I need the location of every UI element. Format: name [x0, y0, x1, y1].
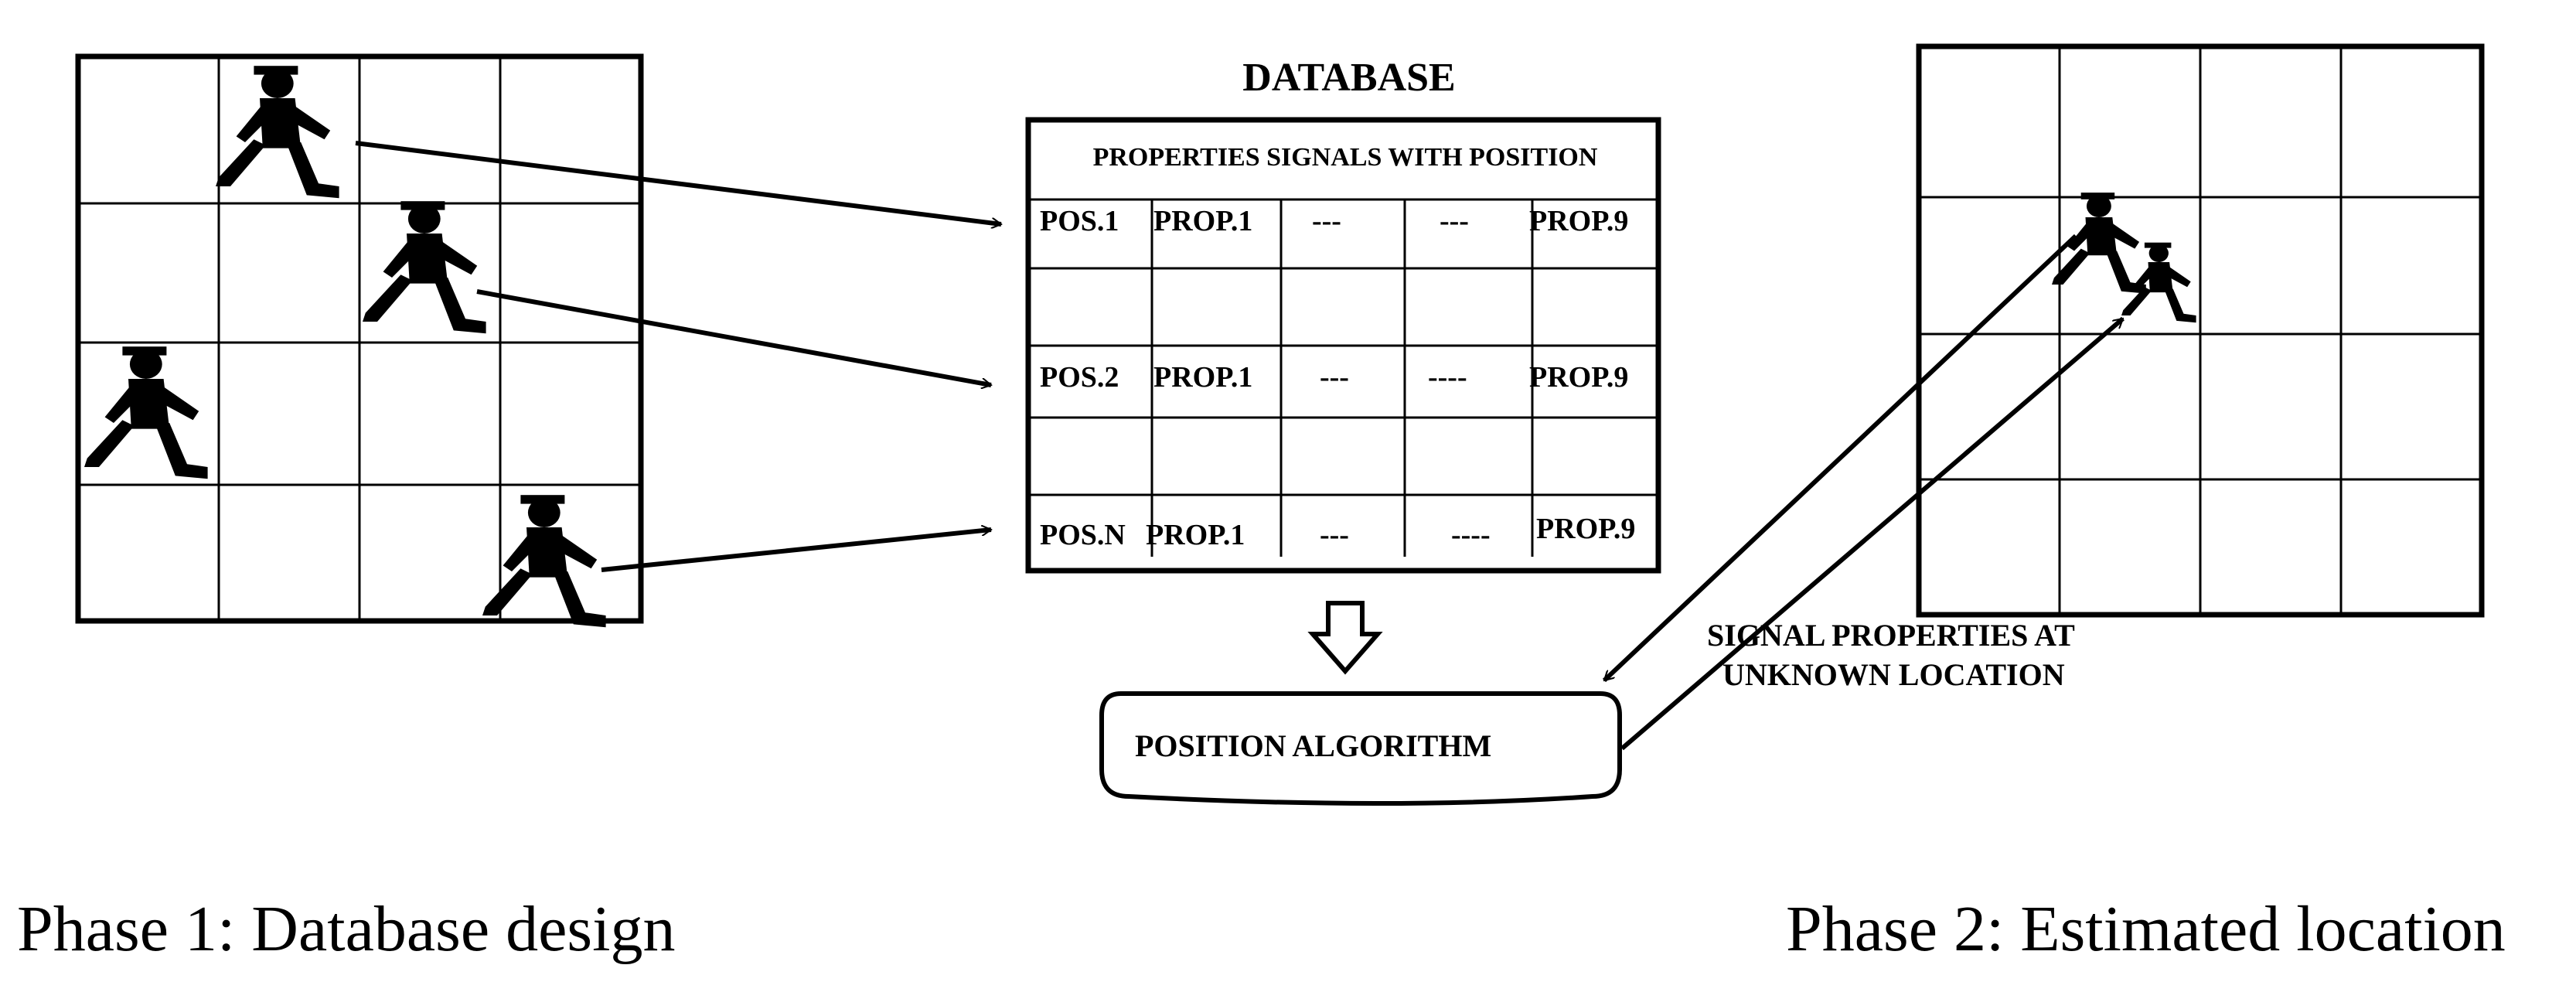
table-cell: PROP.1 [1153, 205, 1252, 237]
table-cell: PROP.9 [1529, 361, 1628, 394]
hollow-down-arrow-icon [1307, 601, 1383, 675]
table-cell: --- [1312, 205, 1341, 237]
walking-person-icon [84, 346, 208, 479]
position-algorithm-label: POSITION ALGORITHM [1135, 728, 1491, 763]
database-title: DATABASE [1242, 56, 1455, 100]
phase1-grid [75, 53, 644, 624]
table-cell: POS.N [1040, 519, 1126, 551]
table-cell: PROP.1 [1153, 361, 1252, 394]
phase2-caption: Phase 2: Estimated location [1786, 893, 2506, 965]
signal-note-line1: SIGNAL PROPERTIES AT [1707, 618, 2075, 653]
arrow-to-pos1 [355, 141, 1001, 224]
walking-person-icon [216, 66, 339, 199]
signal-note-line2: UNKNOWN LOCATION [1722, 657, 2065, 692]
database-table [1025, 117, 1661, 574]
database-header: PROPERTIES SIGNALS WITH POSITION [1093, 143, 1598, 172]
table-cell: PROP.1 [1146, 519, 1245, 551]
phase2-grid [1916, 43, 2485, 618]
arrow-to-pos2 [476, 289, 991, 385]
phase1-caption: Phase 1: Database design [17, 893, 676, 965]
table-cell: --- [1320, 361, 1349, 394]
table-cell: ---- [1451, 519, 1491, 551]
position-algorithm-box [1099, 691, 1622, 806]
walking-person-icon [363, 201, 486, 334]
table-cell: PROP.9 [1529, 205, 1628, 237]
table-cell: POS.2 [1040, 361, 1119, 394]
table-cell: POS.1 [1040, 205, 1119, 237]
arrow-to-algorithm [1602, 234, 2078, 683]
table-cell: --- [1320, 519, 1349, 551]
arrow-to-posn [601, 530, 991, 572]
table-cell: PROP.9 [1536, 513, 1635, 545]
table-cell: ---- [1428, 361, 1467, 394]
walking-person-icon [2121, 242, 2196, 323]
arrow-to-estimated-location [1620, 316, 2125, 751]
table-cell: --- [1440, 205, 1469, 237]
